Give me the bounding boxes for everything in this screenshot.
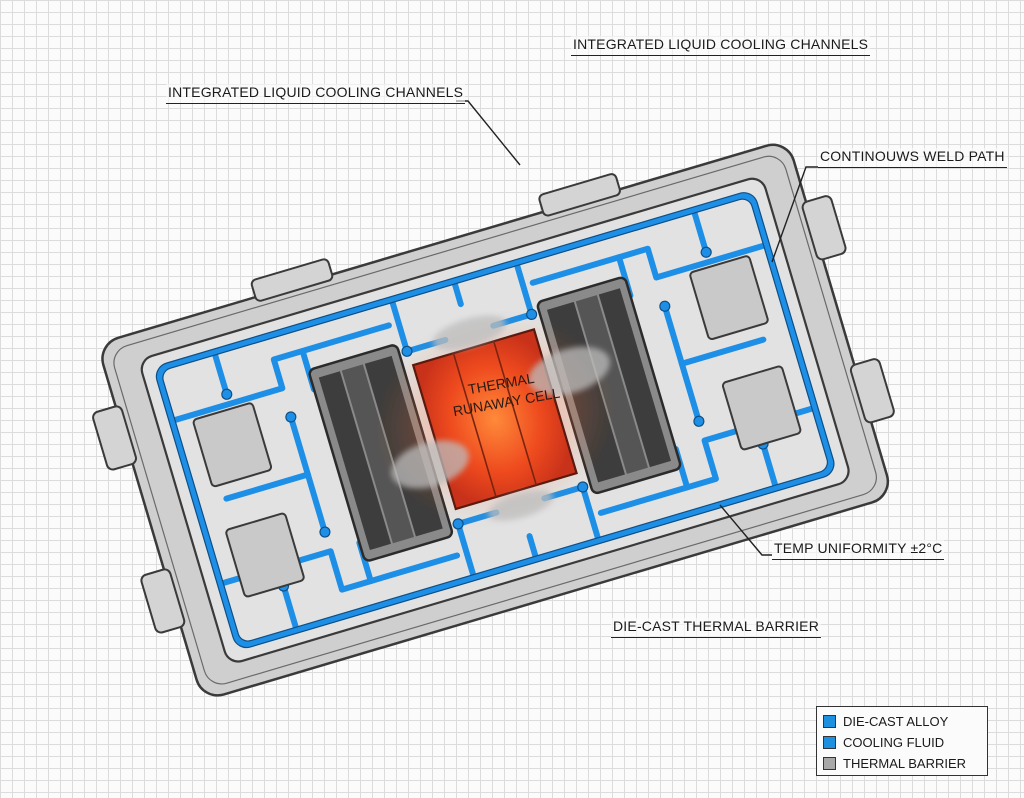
legend-item-thermal-barrier: THERMAL BARRIER [823, 753, 981, 774]
module-pad [225, 512, 305, 598]
legend-label: THERMAL BARRIER [843, 756, 967, 771]
pack-housing [92, 143, 895, 697]
callout-temp-uniformity: TEMP UNIFORMITY ±2°C [772, 540, 945, 560]
legend-label: DIE-CAST ALLOY [843, 714, 949, 729]
module-pad [689, 255, 769, 341]
legend-swatch [823, 715, 836, 728]
legend: DIE-CAST ALLOY COOLING FLUID THERMAL BAR… [816, 706, 988, 776]
legend-item-die-cast-alloy: DIE-CAST ALLOY [823, 711, 981, 732]
module-pad [192, 402, 273, 488]
module-pad [721, 365, 802, 451]
legend-item-cooling-fluid: COOLING FLUID [823, 732, 981, 753]
callout-cooling-channels-left: INTEGRATED LIQUID COOLING CHANNELS [166, 84, 466, 104]
legend-label: COOLING FLUID [843, 735, 945, 750]
callout-cooling-channels-top: INTEGRATED LIQUID COOLING CHANNELS [571, 36, 871, 56]
callout-thermal-barrier: DIE-CAST THERMAL BARRIER [611, 618, 822, 638]
legend-swatch [823, 736, 836, 749]
legend-swatch [823, 757, 836, 770]
callout-weld-path: CONTINOUWS WELD PATH [818, 148, 1007, 168]
smoke-plume [391, 315, 611, 521]
